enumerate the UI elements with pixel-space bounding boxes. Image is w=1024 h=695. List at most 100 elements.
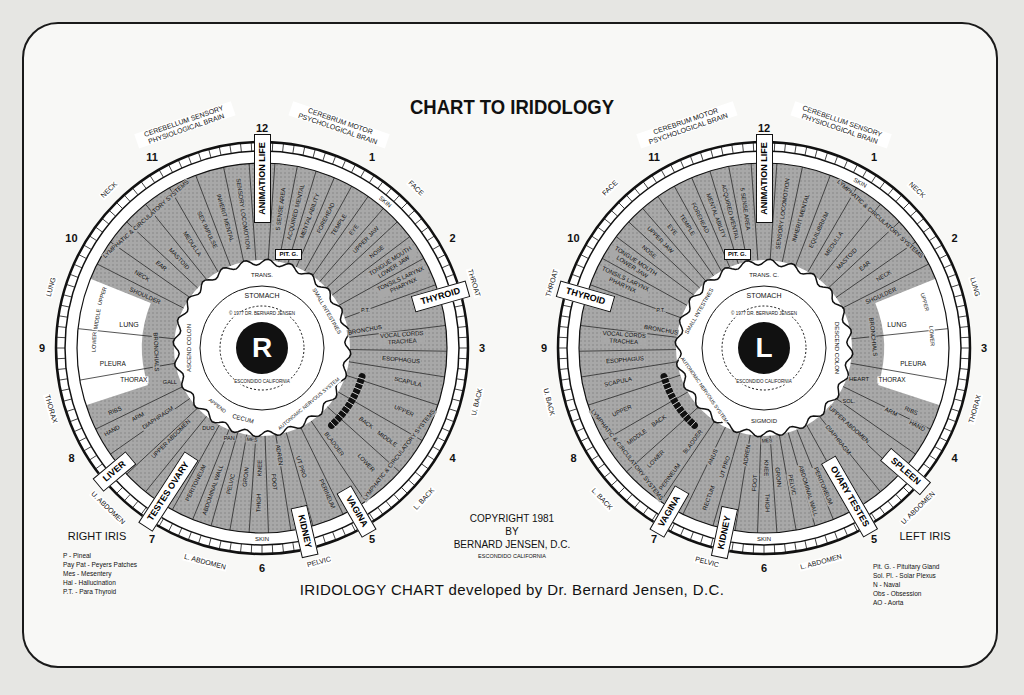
zone-label: LUNG (44, 276, 57, 299)
tick-mark (732, 145, 733, 154)
vertebra-mark (672, 401, 679, 405)
tick-mark (558, 358, 567, 359)
autonomic-wreath (173, 259, 351, 437)
tick-mark (61, 305, 70, 307)
zone-label: NECK (132, 268, 151, 283)
note-text: Hal - Hallucination (62, 579, 117, 586)
tick-mark (863, 170, 868, 178)
tick-mark (764, 545, 765, 554)
zone-label: MEDULLA (181, 230, 203, 259)
tick-mark (132, 501, 138, 508)
tick-mark (572, 419, 580, 422)
zone-label: MEDULLA (823, 230, 845, 259)
tick-mark (742, 143, 744, 152)
note-text: Pay Pat - Peyers Patches (62, 561, 138, 568)
tick-mark (178, 160, 182, 168)
zone-label: U. BACK (470, 386, 485, 417)
zone-label: SMALL INTESTINES (311, 286, 343, 336)
organ-band: THYROID (411, 281, 470, 313)
tick-mark (572, 274, 580, 277)
zone-label: ESOPHAGUS (381, 355, 421, 365)
tick-mark (61, 389, 70, 391)
tick-mark (563, 389, 572, 391)
zone-label: RIBS (903, 404, 920, 416)
tick-mark (116, 202, 122, 208)
sector-divider (312, 196, 368, 275)
tick-mark (452, 399, 461, 401)
zone-label: PLEURA (899, 360, 927, 367)
tick-mark (604, 472, 611, 478)
clock-number: 6 (258, 562, 266, 574)
tick-mark (446, 274, 454, 277)
organ-band: THYROID (556, 281, 615, 313)
box-label: PIT. G. (728, 251, 746, 258)
organ-band: KIDNEY (711, 506, 738, 559)
tick-mark (805, 147, 807, 156)
tick-mark (929, 455, 937, 460)
sector-divider (658, 196, 714, 275)
tick-mark (643, 507, 648, 514)
tick-mark (150, 175, 155, 183)
zone-label: LOWER (355, 452, 376, 474)
tick-mark (597, 227, 604, 232)
pupil-ring (220, 306, 304, 390)
zone-label: PELVIC (225, 473, 237, 497)
tick-mark (944, 428, 952, 432)
clock-number: 2 (448, 232, 456, 244)
zone-label: VOCAL CORDS TRACHEA (601, 330, 648, 346)
tick-mark (293, 543, 294, 552)
tick-mark (66, 409, 75, 412)
tick-mark (282, 544, 284, 553)
tick-mark (361, 170, 366, 178)
zone-label: UPPER (96, 285, 108, 307)
zone-label: UPPER (392, 403, 415, 418)
tick-mark (74, 264, 82, 268)
tick-mark (805, 541, 807, 550)
zone-label: FOOT (270, 473, 278, 492)
tick-mark (558, 337, 567, 338)
note-text: RIGHT IRIS (67, 530, 127, 542)
zone-label: ESOPHAGUS (604, 355, 644, 365)
zone-label: THORAX (43, 393, 59, 425)
tick-mark (957, 305, 966, 307)
vertebra-mark (665, 387, 672, 390)
lung-zone (875, 279, 949, 405)
tick-mark (634, 501, 640, 508)
zone-label: MES (246, 437, 259, 444)
tick-mark (198, 535, 201, 544)
sector-divider (579, 350, 676, 352)
zone-label: GROIN (242, 466, 251, 488)
tick-mark (888, 188, 894, 195)
band-label: OVARY TESTES (828, 464, 871, 528)
iris-wheel (558, 142, 970, 554)
vertebra-mark (670, 396, 677, 400)
zone-label: BACK (650, 413, 669, 429)
clock-number: 7 (650, 532, 658, 544)
tick-mark (711, 149, 713, 158)
tick-mark (721, 147, 723, 156)
tick-mark (940, 437, 948, 441)
tick-mark (455, 389, 464, 391)
zone-label: © 1977 DR. BERNARD JENSEN (228, 312, 296, 317)
tick-mark (951, 284, 960, 287)
zone-label: GALL (162, 378, 178, 384)
tick-mark (219, 541, 221, 550)
tick-mark (690, 532, 693, 540)
clock-number: 2 (950, 232, 958, 244)
tick-mark (910, 210, 917, 216)
tick-mark (880, 181, 885, 188)
stomach-ring (200, 286, 324, 410)
autonomic-wreath (675, 259, 853, 437)
zone-label: CEREBELLUM SENSORY PHYSIOLOGICAL BRAIN (790, 101, 891, 149)
box-label: PIT. G. (280, 251, 298, 258)
zone-label: SENSORY LOCOMOTION (774, 177, 791, 251)
tick-mark (56, 337, 65, 338)
tick-mark (427, 455, 435, 460)
clock-number: 5 (368, 532, 376, 544)
tick-mark (957, 389, 966, 391)
zone-label: CEREBELLUM SENSORY PHYSIOLOGICAL BRAIN (134, 101, 235, 149)
tick-mark (369, 175, 374, 183)
tick-mark (386, 501, 392, 508)
zone-label: MIDDLE (92, 307, 102, 330)
zone-label: U. ABDOMEN (89, 489, 127, 526)
